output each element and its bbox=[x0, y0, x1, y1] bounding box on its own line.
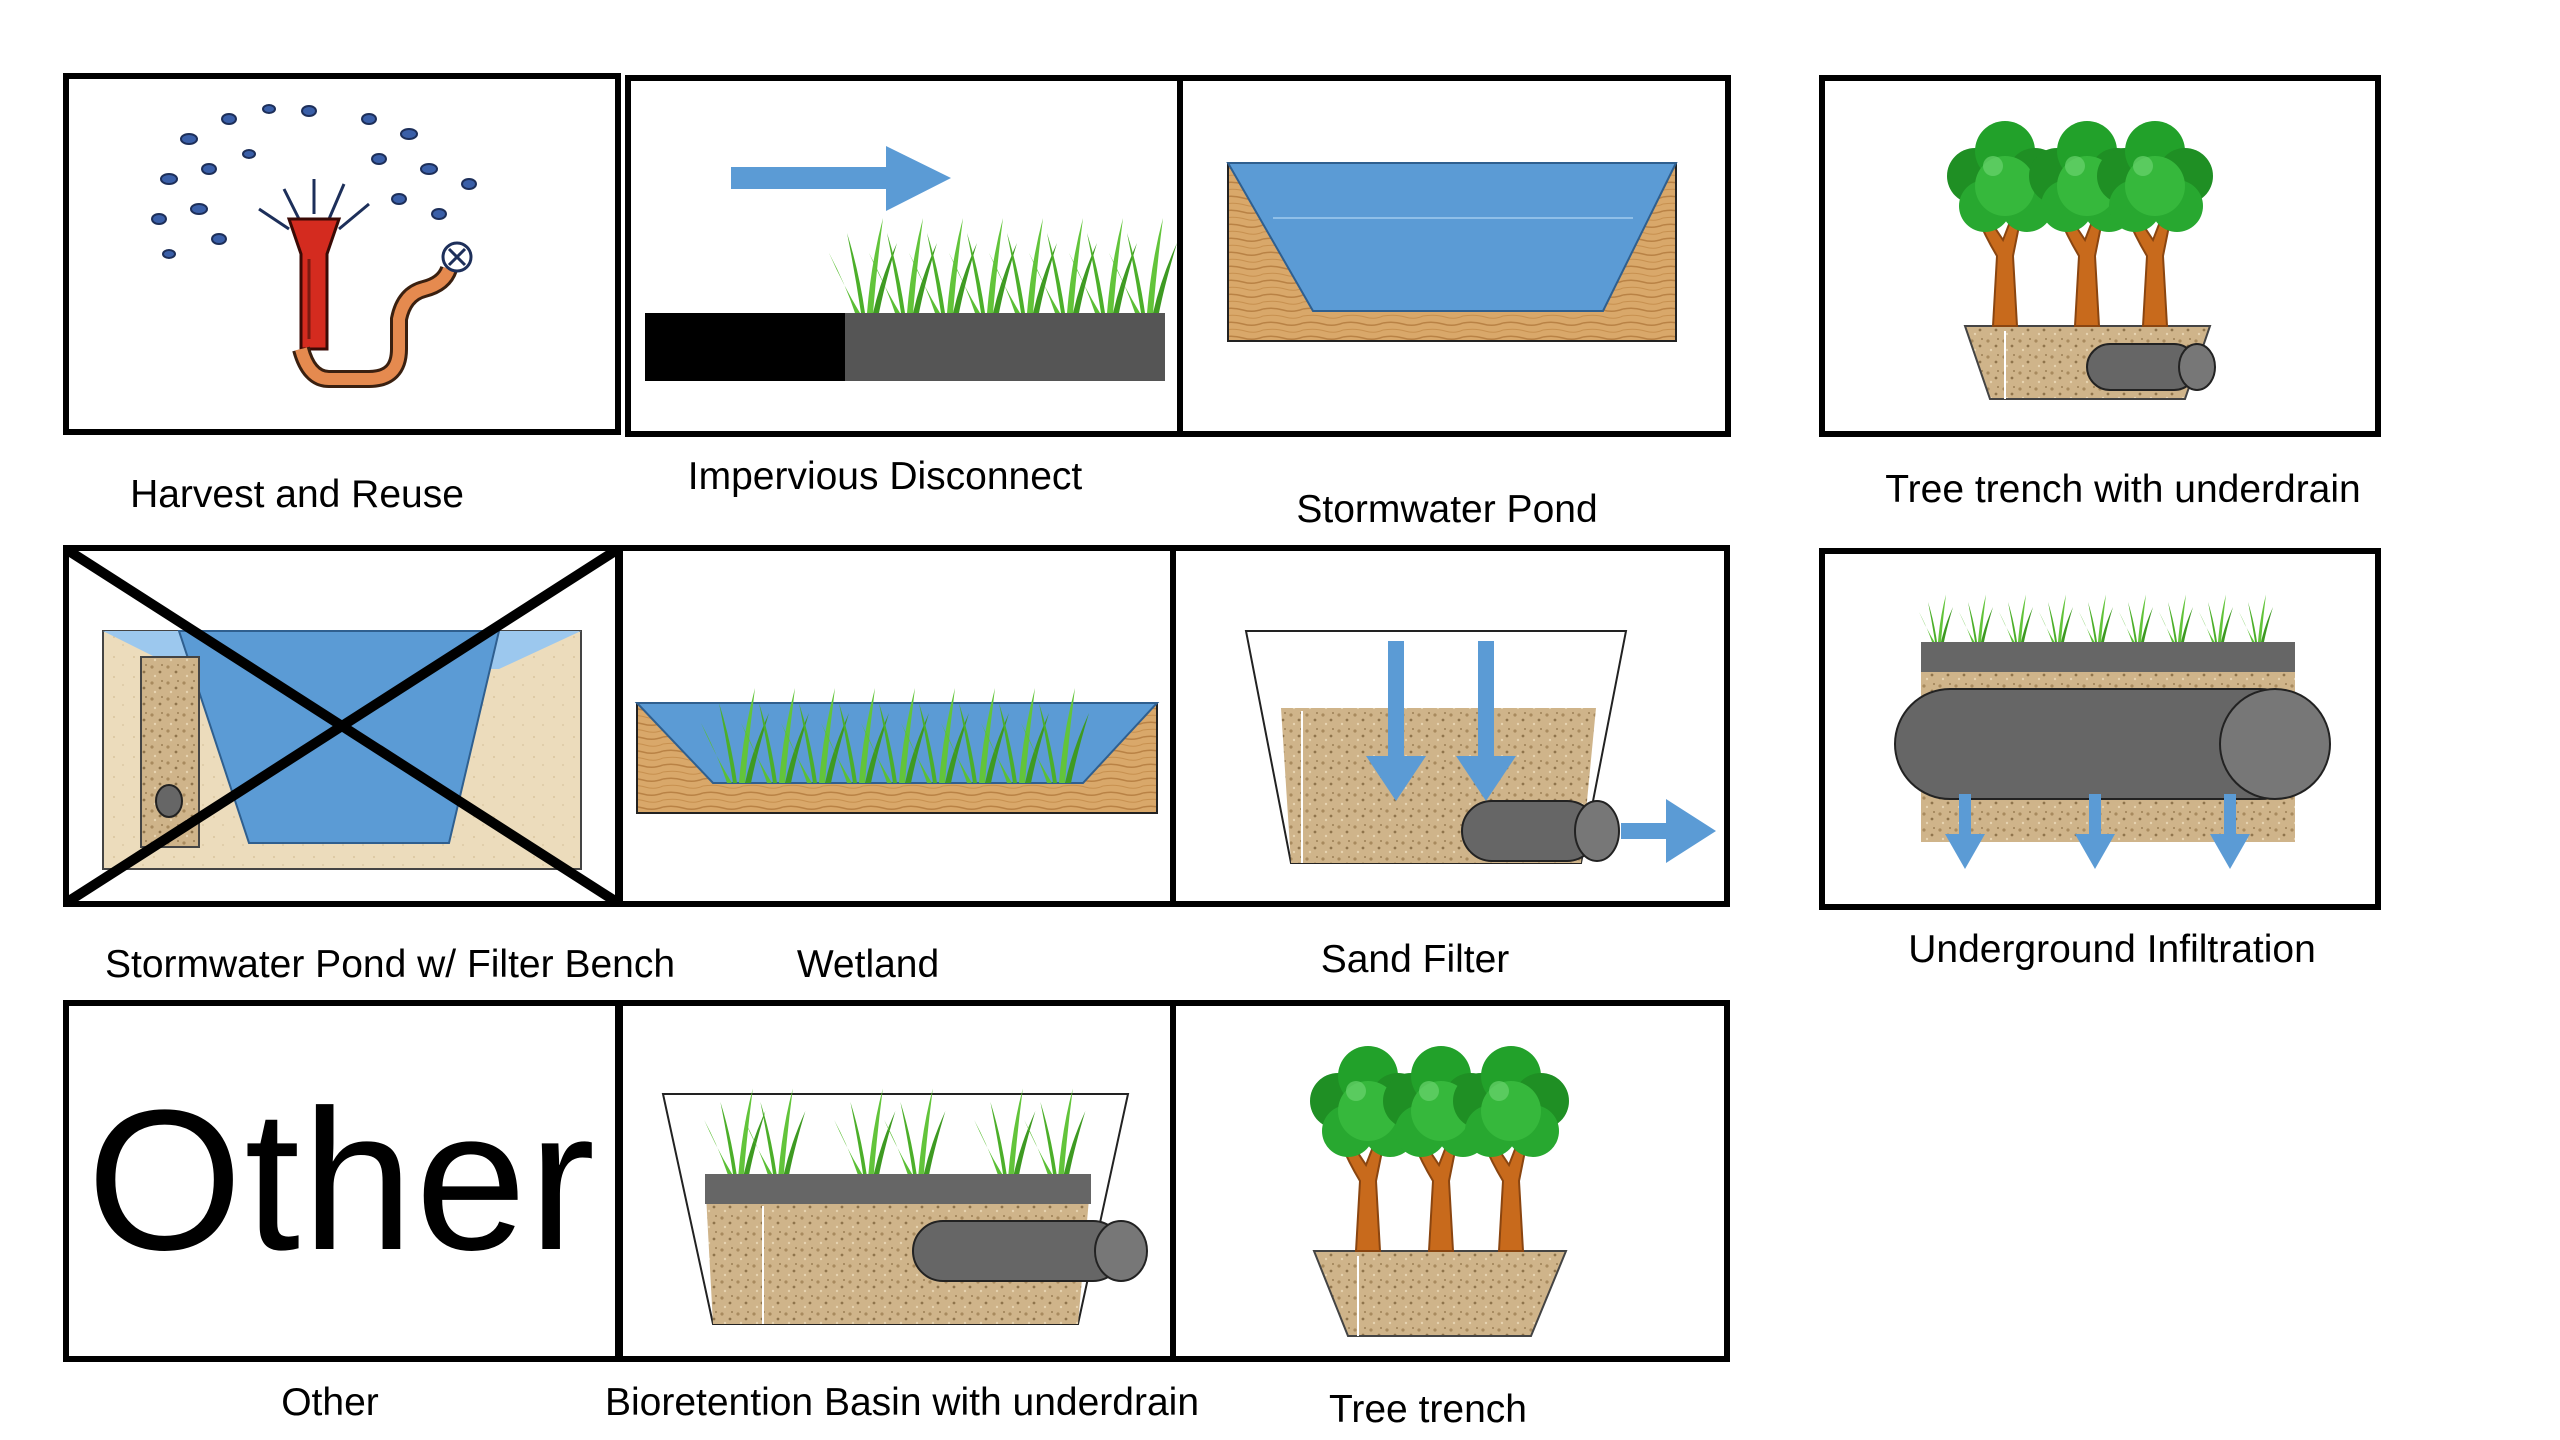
label-sand-filter: Sand Filter bbox=[1320, 938, 1510, 981]
label-underground-infiltration: Underground Infiltration bbox=[1908, 928, 2316, 971]
grass-icon bbox=[661, 1088, 1148, 1325]
pipe-icon bbox=[1244, 630, 1716, 864]
label-other: Other bbox=[281, 1381, 379, 1424]
tile-impervious-disconnect bbox=[625, 75, 1185, 437]
tile-tree-trench-with-underdrain bbox=[1819, 75, 2381, 437]
grass-icon bbox=[634, 688, 1160, 814]
tile-harvest-and-reuse bbox=[63, 73, 621, 435]
sprinkler-icon bbox=[151, 104, 477, 388]
tile-bioretention-basin bbox=[617, 1000, 1177, 1362]
label-bioretention-basin: Bioretention Basin with underdrain bbox=[604, 1381, 1200, 1424]
tree-icon bbox=[1309, 1045, 1570, 1337]
tile-wetland bbox=[617, 545, 1177, 907]
tile-stormwater-pond bbox=[1177, 75, 1731, 437]
label-impervious-disconnect: Impervious Disconnect bbox=[687, 455, 1083, 498]
label-tree-trench: Tree trench bbox=[1329, 1388, 1527, 1431]
other-big-text: Other bbox=[86, 1069, 598, 1292]
tile-tree-trench bbox=[1170, 1000, 1730, 1362]
label-tree-trench-with-underdrain: Tree trench with underdrain bbox=[1885, 468, 2361, 511]
pipe-icon bbox=[1894, 594, 2331, 869]
label-stormwater-pond-filter-bench: Stormwater Pond w/ Filter Bench bbox=[104, 943, 676, 986]
label-harvest-and-reuse: Harvest and Reuse bbox=[130, 473, 464, 516]
label-stormwater-pond: Stormwater Pond bbox=[1296, 488, 1598, 531]
tree-icon bbox=[1946, 120, 2216, 400]
tile-underground-infiltration bbox=[1819, 548, 2381, 910]
pipe-icon bbox=[912, 1220, 1124, 1282]
pond-icon bbox=[69, 551, 615, 901]
grass-icon bbox=[645, 146, 1177, 381]
tile-sand-filter bbox=[1170, 545, 1730, 907]
tile-other: Other bbox=[63, 1000, 621, 1362]
pond-icon bbox=[1226, 162, 1678, 342]
label-wetland: Wetland bbox=[796, 943, 940, 986]
tile-stormwater-pond-filter-bench bbox=[63, 545, 621, 907]
